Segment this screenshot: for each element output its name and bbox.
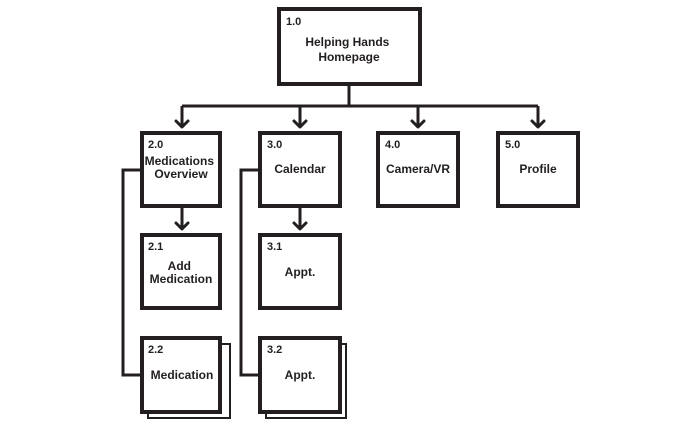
node-profile: 5.0 Profile bbox=[496, 131, 580, 208]
arrow-to-3-0 bbox=[292, 119, 308, 129]
svg-text:Medications Overview: Medications Overview bbox=[145, 154, 218, 181]
arrow-to-5-0 bbox=[530, 119, 546, 129]
node-calendar: 3.0 Calendar bbox=[258, 131, 342, 208]
node-profile-number: 5.0 bbox=[505, 139, 520, 151]
connector-2-0-to-2-2 bbox=[121, 168, 142, 377]
connector-3-0-to-3-2 bbox=[239, 168, 260, 377]
node-appt-single-number: 3.1 bbox=[267, 241, 282, 253]
node-appt-multi: 3.2 Appt. bbox=[258, 336, 342, 414]
node-homepage-label-line2: Homepage bbox=[318, 50, 380, 64]
node-add-medication-label-line1: Add bbox=[168, 259, 191, 273]
node-calendar-number: 3.0 bbox=[267, 139, 282, 151]
node-appt-multi-number: 3.2 bbox=[267, 344, 282, 356]
node-appt-single: 3.1 Appt. bbox=[258, 233, 342, 310]
node-camera-vr-number: 4.0 bbox=[385, 139, 400, 151]
node-profile-label: Profile bbox=[519, 162, 557, 176]
node-medications-overview-label-line1: Medications bbox=[145, 154, 215, 168]
arrow-to-2-0 bbox=[174, 119, 190, 129]
node-medication: 2.2 Medication bbox=[140, 336, 222, 414]
node-medications-overview: 2.0 Medications Overview bbox=[140, 131, 222, 208]
connectors bbox=[121, 84, 546, 377]
node-medications-overview-number: 2.0 bbox=[148, 139, 163, 151]
node-medications-overview-label-line2: Overview bbox=[154, 167, 208, 181]
arrow-to-3-1 bbox=[292, 221, 308, 231]
node-add-medication-label-line2: Medication bbox=[150, 272, 213, 286]
arrow-to-4-0 bbox=[410, 119, 426, 129]
node-medication-number: 2.2 bbox=[148, 344, 163, 356]
svg-text:Helping Hands Homepage: Helping Hands Homepage bbox=[305, 35, 392, 64]
node-homepage-number: 1.0 bbox=[286, 16, 301, 28]
node-appt-multi-label: Appt. bbox=[285, 368, 316, 382]
arrow-to-2-1 bbox=[174, 221, 190, 231]
svg-text:Add Medication: Add Medication bbox=[150, 259, 213, 286]
node-appt-single-label: Appt. bbox=[285, 265, 316, 279]
node-homepage-label-line1: Helping Hands bbox=[305, 35, 389, 49]
node-camera-vr-label: Camera/VR bbox=[386, 162, 450, 176]
node-medication-label: Medication bbox=[151, 368, 214, 382]
node-add-medication-number: 2.1 bbox=[148, 241, 163, 253]
node-add-medication: 2.1 Add Medication bbox=[140, 233, 222, 310]
node-calendar-label: Calendar bbox=[274, 162, 326, 176]
node-homepage: 1.0 Helping Hands Homepage bbox=[277, 7, 422, 86]
node-camera-vr: 4.0 Camera/VR bbox=[376, 131, 460, 208]
